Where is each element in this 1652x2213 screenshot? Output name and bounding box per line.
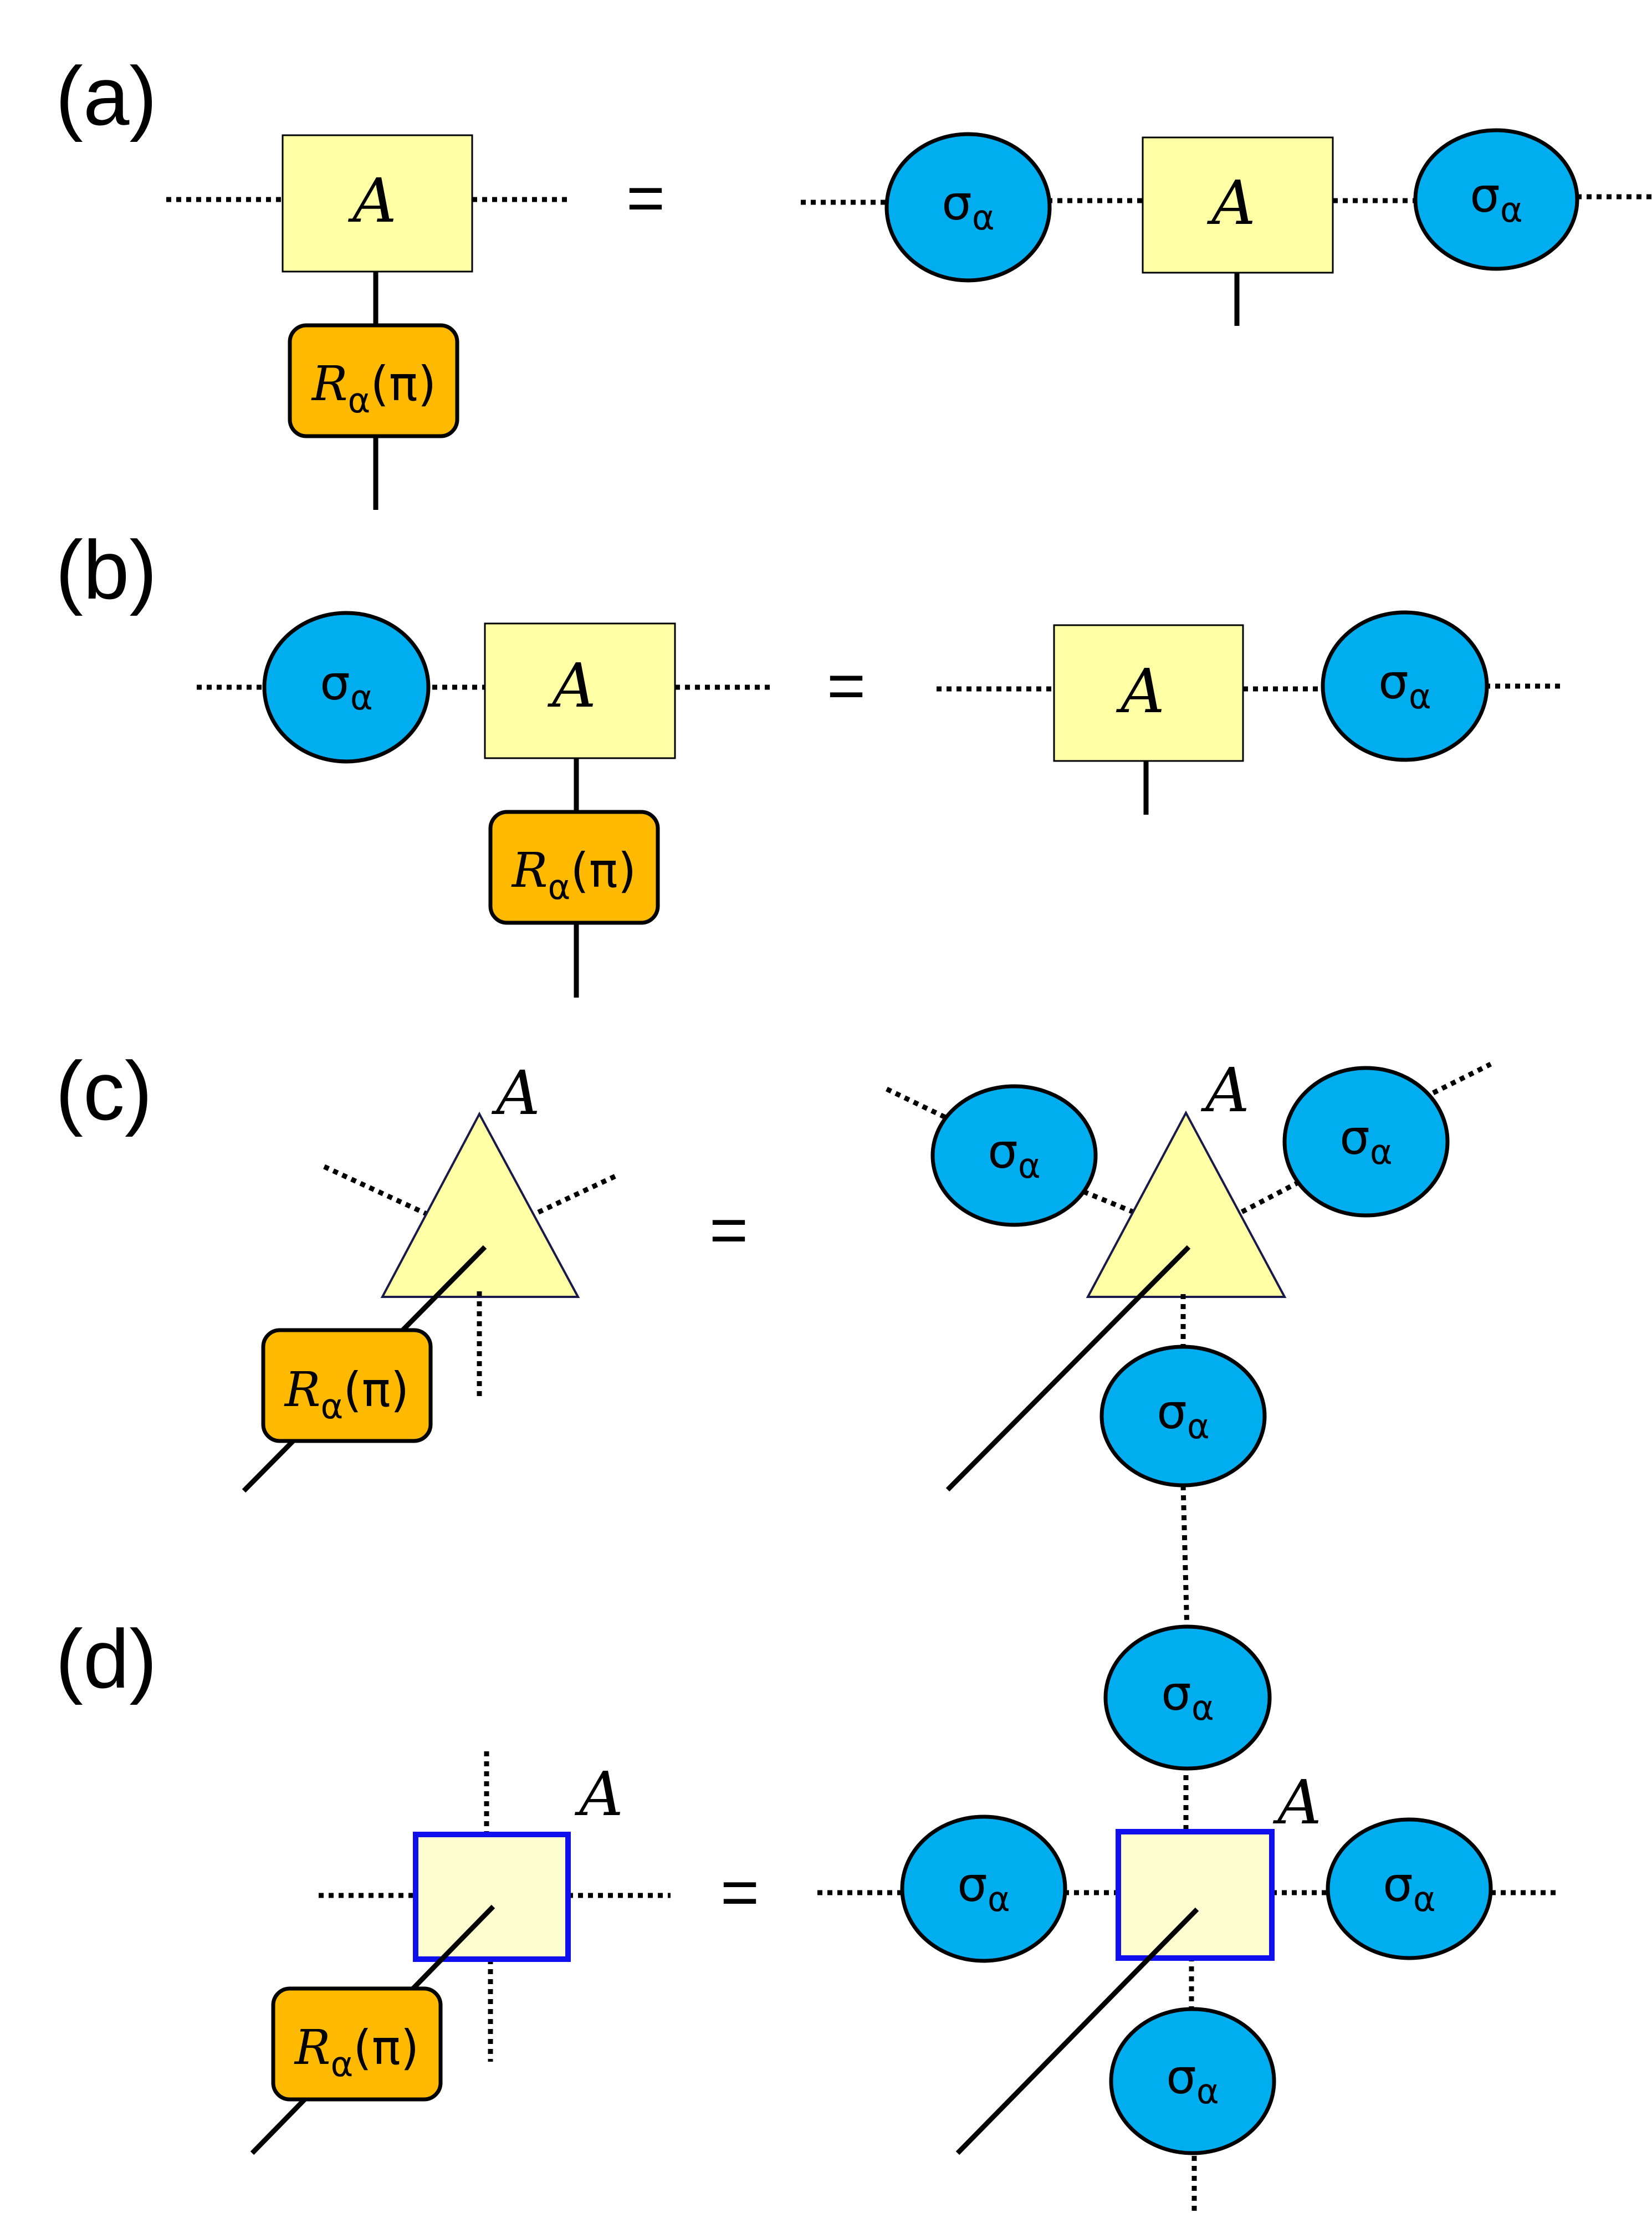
pauli-sigma-label: σα bbox=[1378, 655, 1431, 717]
panel-label-d: (d) bbox=[55, 1612, 157, 1705]
pauli-sigma-label: σα bbox=[320, 656, 372, 718]
tensor-a-square bbox=[413, 1832, 571, 1962]
tensor-a-square bbox=[1053, 624, 1244, 762]
pauli-sigma-upper-left bbox=[930, 1084, 1098, 1227]
tensor-a-label: A bbox=[1200, 1055, 1249, 1126]
tensor-a-label: A bbox=[491, 1057, 540, 1128]
bond-upper-left bbox=[323, 1164, 433, 1219]
pauli-sigma-left-label: σα bbox=[942, 176, 994, 238]
rotation-gate-label: Rα(π) bbox=[511, 843, 637, 907]
tensor-a-label: A bbox=[574, 1759, 623, 1829]
pauli-sigma-top bbox=[1103, 1624, 1272, 1771]
panel-d: (d) A Rα(π) = A σα σα σα σα bbox=[55, 1612, 1557, 2213]
pauli-sigma-bottom-label: σα bbox=[1166, 2050, 1219, 2112]
physical-leg bbox=[945, 1245, 1191, 1492]
pauli-sigma-upper-right bbox=[1282, 1066, 1450, 1218]
tensor-a-triangle bbox=[380, 1111, 580, 1298]
panel-label-c: (c) bbox=[55, 1044, 152, 1137]
tensor-a-label: A bbox=[1116, 656, 1164, 727]
rotation-gate bbox=[271, 1986, 443, 2102]
tensor-a-square bbox=[1142, 136, 1334, 274]
bond-outer-upper-right bbox=[1423, 1061, 1492, 1100]
pauli-sigma-left bbox=[900, 1815, 1067, 1963]
pauli-sigma bbox=[262, 611, 431, 764]
pauli-sigma-right-label: σα bbox=[1470, 168, 1522, 230]
rotation-gate-label: Rα(π) bbox=[311, 356, 437, 421]
pauli-sigma-right bbox=[1326, 1817, 1493, 1960]
pauli-sigma-left-label: σα bbox=[957, 1857, 1010, 1919]
panel-label-b: (b) bbox=[55, 523, 157, 616]
equals-sign: = bbox=[709, 1193, 748, 1267]
tensor-a-label: A bbox=[347, 165, 396, 236]
pauli-sigma-right-label: σα bbox=[1383, 1857, 1435, 1919]
equals-sign: = bbox=[720, 1855, 759, 1929]
pauli-sigma-left bbox=[884, 132, 1052, 283]
physical-leg bbox=[955, 1907, 1199, 2155]
panel-label-a: (a) bbox=[55, 49, 157, 142]
panel-b: (b) σα A Rα(π) = A σα bbox=[55, 523, 1563, 998]
bond-upper-right bbox=[528, 1172, 619, 1219]
rotation-gate bbox=[288, 323, 459, 438]
tensor-a-square bbox=[282, 134, 473, 273]
pauli-sigma bbox=[1321, 610, 1489, 762]
bond-outer-upper-left bbox=[886, 1086, 949, 1121]
rotation-gate-label: Rα(π) bbox=[284, 1362, 410, 1427]
tensor-a-triangle bbox=[1086, 1110, 1287, 1298]
bond-inner-upper-left bbox=[1082, 1189, 1145, 1219]
rotation-gate bbox=[488, 810, 660, 925]
pauli-sigma-bottom-label: σα bbox=[1157, 1384, 1209, 1447]
bond-connecting-c-d bbox=[1180, 1485, 1190, 1633]
tensor-a-square bbox=[1116, 1829, 1275, 1961]
tensor-a-square bbox=[484, 622, 676, 759]
bond-inner-upper-right bbox=[1231, 1181, 1298, 1219]
equals-sign: = bbox=[827, 648, 866, 723]
panel-c: (c) A Rα(π) = A σα σα σα bbox=[55, 1044, 1492, 1493]
rotation-gate-label: Rα(π) bbox=[294, 2020, 420, 2084]
pauli-sigma-upper-right-label: σα bbox=[1339, 1110, 1392, 1172]
tensor-a-label: A bbox=[1206, 167, 1255, 238]
rotation-gate bbox=[261, 1328, 433, 1443]
tensor-a-label: A bbox=[1272, 1767, 1321, 1838]
tensor-a-label: A bbox=[547, 650, 596, 721]
equals-sign: = bbox=[626, 161, 665, 235]
pauli-sigma-upper-left-label: σα bbox=[988, 1124, 1040, 1186]
pauli-sigma-right bbox=[1413, 128, 1579, 271]
pauli-sigma-bottom bbox=[1109, 2007, 1276, 2155]
panel-a: (a) A Rα(π) = σα A σα bbox=[55, 49, 1652, 510]
pauli-sigma-top-label: σα bbox=[1161, 1666, 1214, 1728]
